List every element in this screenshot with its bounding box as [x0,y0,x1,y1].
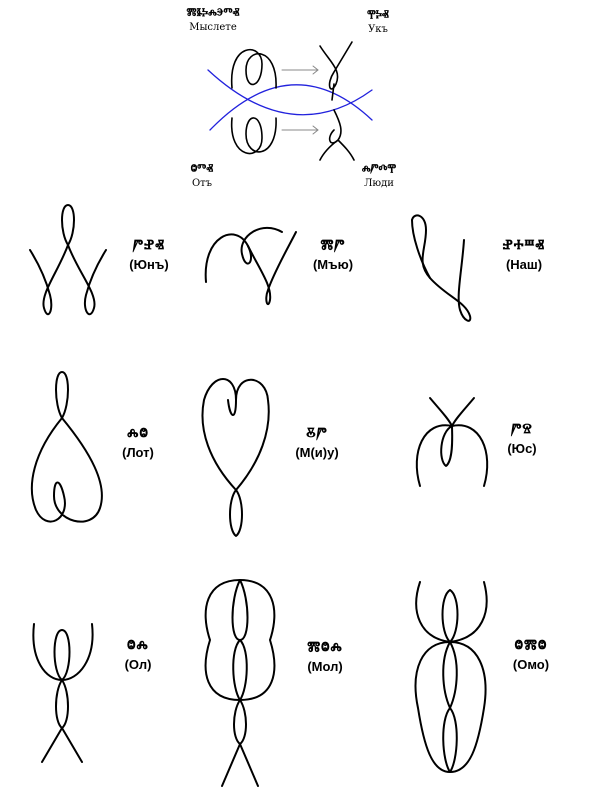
caption-mol: (Мол) [307,659,343,674]
figure-lot [30,371,103,523]
caption-yus: (Юс) [507,441,537,456]
figure-ol [32,623,94,763]
glyph-lot: ⰾⱉ [127,424,149,445]
figure-nash [411,214,472,322]
loop-figure-uk-stem [331,83,335,101]
glyph-myu: ⰿⱓ [320,236,346,257]
label-group-uk: ⰹⰽⱏ Укъ [348,8,408,35]
figure-yus [415,397,489,487]
label-group-mol: ⰿⱉⰾ (Мол) [290,638,360,674]
label-group-nash: ⱀⰰⱎⱏ (Наш) [484,236,564,272]
loop-figure-mislete [230,49,277,89]
figure-yun [29,204,107,315]
label-group-miu: ⰻⱓ (М(и)у) [282,424,352,460]
blue-arc-upper [207,69,373,116]
caption-yun: (Юнъ) [129,257,169,272]
top-transformation-diagram [207,41,373,161]
arrow-lower [281,125,319,135]
loop-figure-lyudi [319,109,355,161]
glyph-yus: ⱓⱄ [511,420,533,441]
blue-arc-lower [209,84,373,131]
caption-ot: Отъ [191,178,213,189]
glyph-lyudi: ⰾⱓⰴⰹ [361,162,397,178]
figure-mol [204,579,276,787]
label-group-myu: ⰿⱓ (Мъю) [298,236,368,272]
glyph-nash: ⱀⰰⱎⱏ [502,236,546,257]
glyph-ol: ⱉⰾ [127,636,149,657]
glyph-uk: ⰹⰽⱏ [367,8,389,24]
glyph-mol: ⰿⱉⰾ [307,638,343,659]
loop-figure-ot [230,117,277,155]
figure-myu [204,226,297,306]
caption-uk: Укъ [368,24,388,35]
caption-ol: (Ол) [124,657,152,672]
label-group-lot: ⰾⱉ (Лот) [108,424,168,460]
figure-omo [414,581,488,773]
label-group-mislete: ⰿⱛⰽⰾⰵⱅⱏ Мыслете [168,6,258,33]
caption-myu: (Мъю) [312,257,354,272]
caption-mislete: Мыслете [189,22,237,33]
label-group-lyudi: ⰾⱓⰴⰹ Люди [344,162,414,189]
label-group-yun: ⱓⱀⱏ (Юнъ) [114,236,184,272]
caption-omo: (Омо) [512,657,550,672]
glyph-omo: ⱉⰿⱉ [514,636,548,657]
caption-nash: (Наш) [505,257,543,272]
glyph-ot: ⱉⱅⱏ [190,162,214,178]
label-group-yus: ⱓⱄ (Юс) [492,420,552,456]
loop-figure-uk [319,41,353,90]
caption-miu: (М(и)у) [295,445,339,460]
caption-lyudi: Люди [364,178,394,189]
caption-lot: (Лот) [122,445,154,460]
figure-miu [201,378,270,537]
label-group-ol: ⱉⰾ (Ол) [108,636,168,672]
arrow-upper [281,65,319,75]
label-group-omo: ⱉⰿⱉ (Омо) [496,636,566,672]
glyph-yun: ⱓⱀⱏ [132,236,166,257]
glyph-mislete: ⰿⱛⰽⰾⰵⱅⱏ [186,6,240,22]
label-group-ot: ⱉⱅⱏ Отъ [172,162,232,189]
glyph-miu: ⰻⱓ [306,424,328,445]
